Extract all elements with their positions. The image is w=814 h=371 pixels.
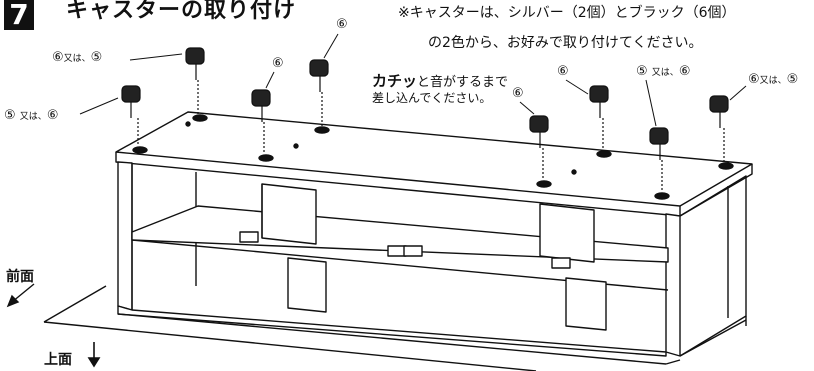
caster-color-note-line1: ※キャスターは、シルバー（2個）とブラック（6個） (398, 5, 736, 21)
top-direction-label: 上面 (44, 352, 72, 368)
label-six: ⑥ (678, 64, 691, 79)
caster-wheels (121, 47, 729, 192)
caster-label-left-top: ⑥又は、⑤ (52, 50, 102, 65)
caster-wheel (309, 59, 329, 126)
floor-plane (43, 285, 537, 371)
front-direction-label: 前面 (6, 269, 34, 285)
step-number-badge: 7 (4, 0, 34, 30)
click-emphasis: カチッ (372, 72, 418, 90)
caster-wheel (121, 85, 141, 146)
caster-label-left-bottom: ⑤ 又は、⑥ (4, 108, 58, 123)
caster-wheel (529, 115, 549, 180)
caster-label-center: ⑥ (336, 17, 348, 32)
page-title: キャスターの取り付け (66, 0, 297, 23)
down-arrow (87, 342, 101, 368)
partition-left (261, 183, 327, 313)
click-instruction: カチッと音がするまで (372, 70, 508, 91)
caster-label-right-1: ⑥ (512, 86, 524, 101)
label-six: ⑥ (52, 50, 64, 65)
caster-wheel (185, 47, 205, 114)
label-six: ⑥ (46, 108, 59, 123)
caster-wheel (709, 95, 729, 162)
partition-right (539, 203, 607, 331)
label-five: ⑤ (636, 64, 648, 79)
shelf-clip-right (551, 257, 571, 269)
label-five: ⑤ (786, 72, 799, 87)
front-arrow (6, 283, 35, 308)
label-or: 又は、 (651, 68, 679, 78)
bottom-board (117, 305, 747, 365)
left-side-panel (117, 161, 133, 311)
label-or: 又は、 (759, 76, 787, 86)
caster-wheel (251, 89, 271, 154)
caster-label-right-2: ⑥ (557, 64, 569, 79)
leader-lines (79, 33, 747, 127)
caster-label-right-3: ⑤ 又は、⑥ (636, 64, 690, 79)
label-or: 又は、 (19, 112, 47, 122)
caster-label-right-4: ⑥又は、⑤ (748, 72, 798, 87)
click-instruction-line1: と音がするまで (417, 75, 509, 90)
click-instruction-line2: 差し込んでください。 (372, 91, 492, 105)
label-six: ⑥ (748, 72, 760, 87)
label-or: 又は、 (63, 54, 91, 64)
label-five: ⑤ (4, 108, 16, 123)
caster-label-center-left: ⑥ (272, 56, 284, 71)
shelf-clip-center (387, 245, 423, 257)
caster-holes (132, 114, 734, 200)
caster-wheel (589, 85, 609, 150)
shelf-clip-left (239, 231, 259, 243)
caster-color-note-line2: の2色から、お好みで取り付けてください。 (428, 35, 703, 51)
label-five: ⑤ (90, 50, 103, 65)
caster-wheel (649, 127, 669, 192)
